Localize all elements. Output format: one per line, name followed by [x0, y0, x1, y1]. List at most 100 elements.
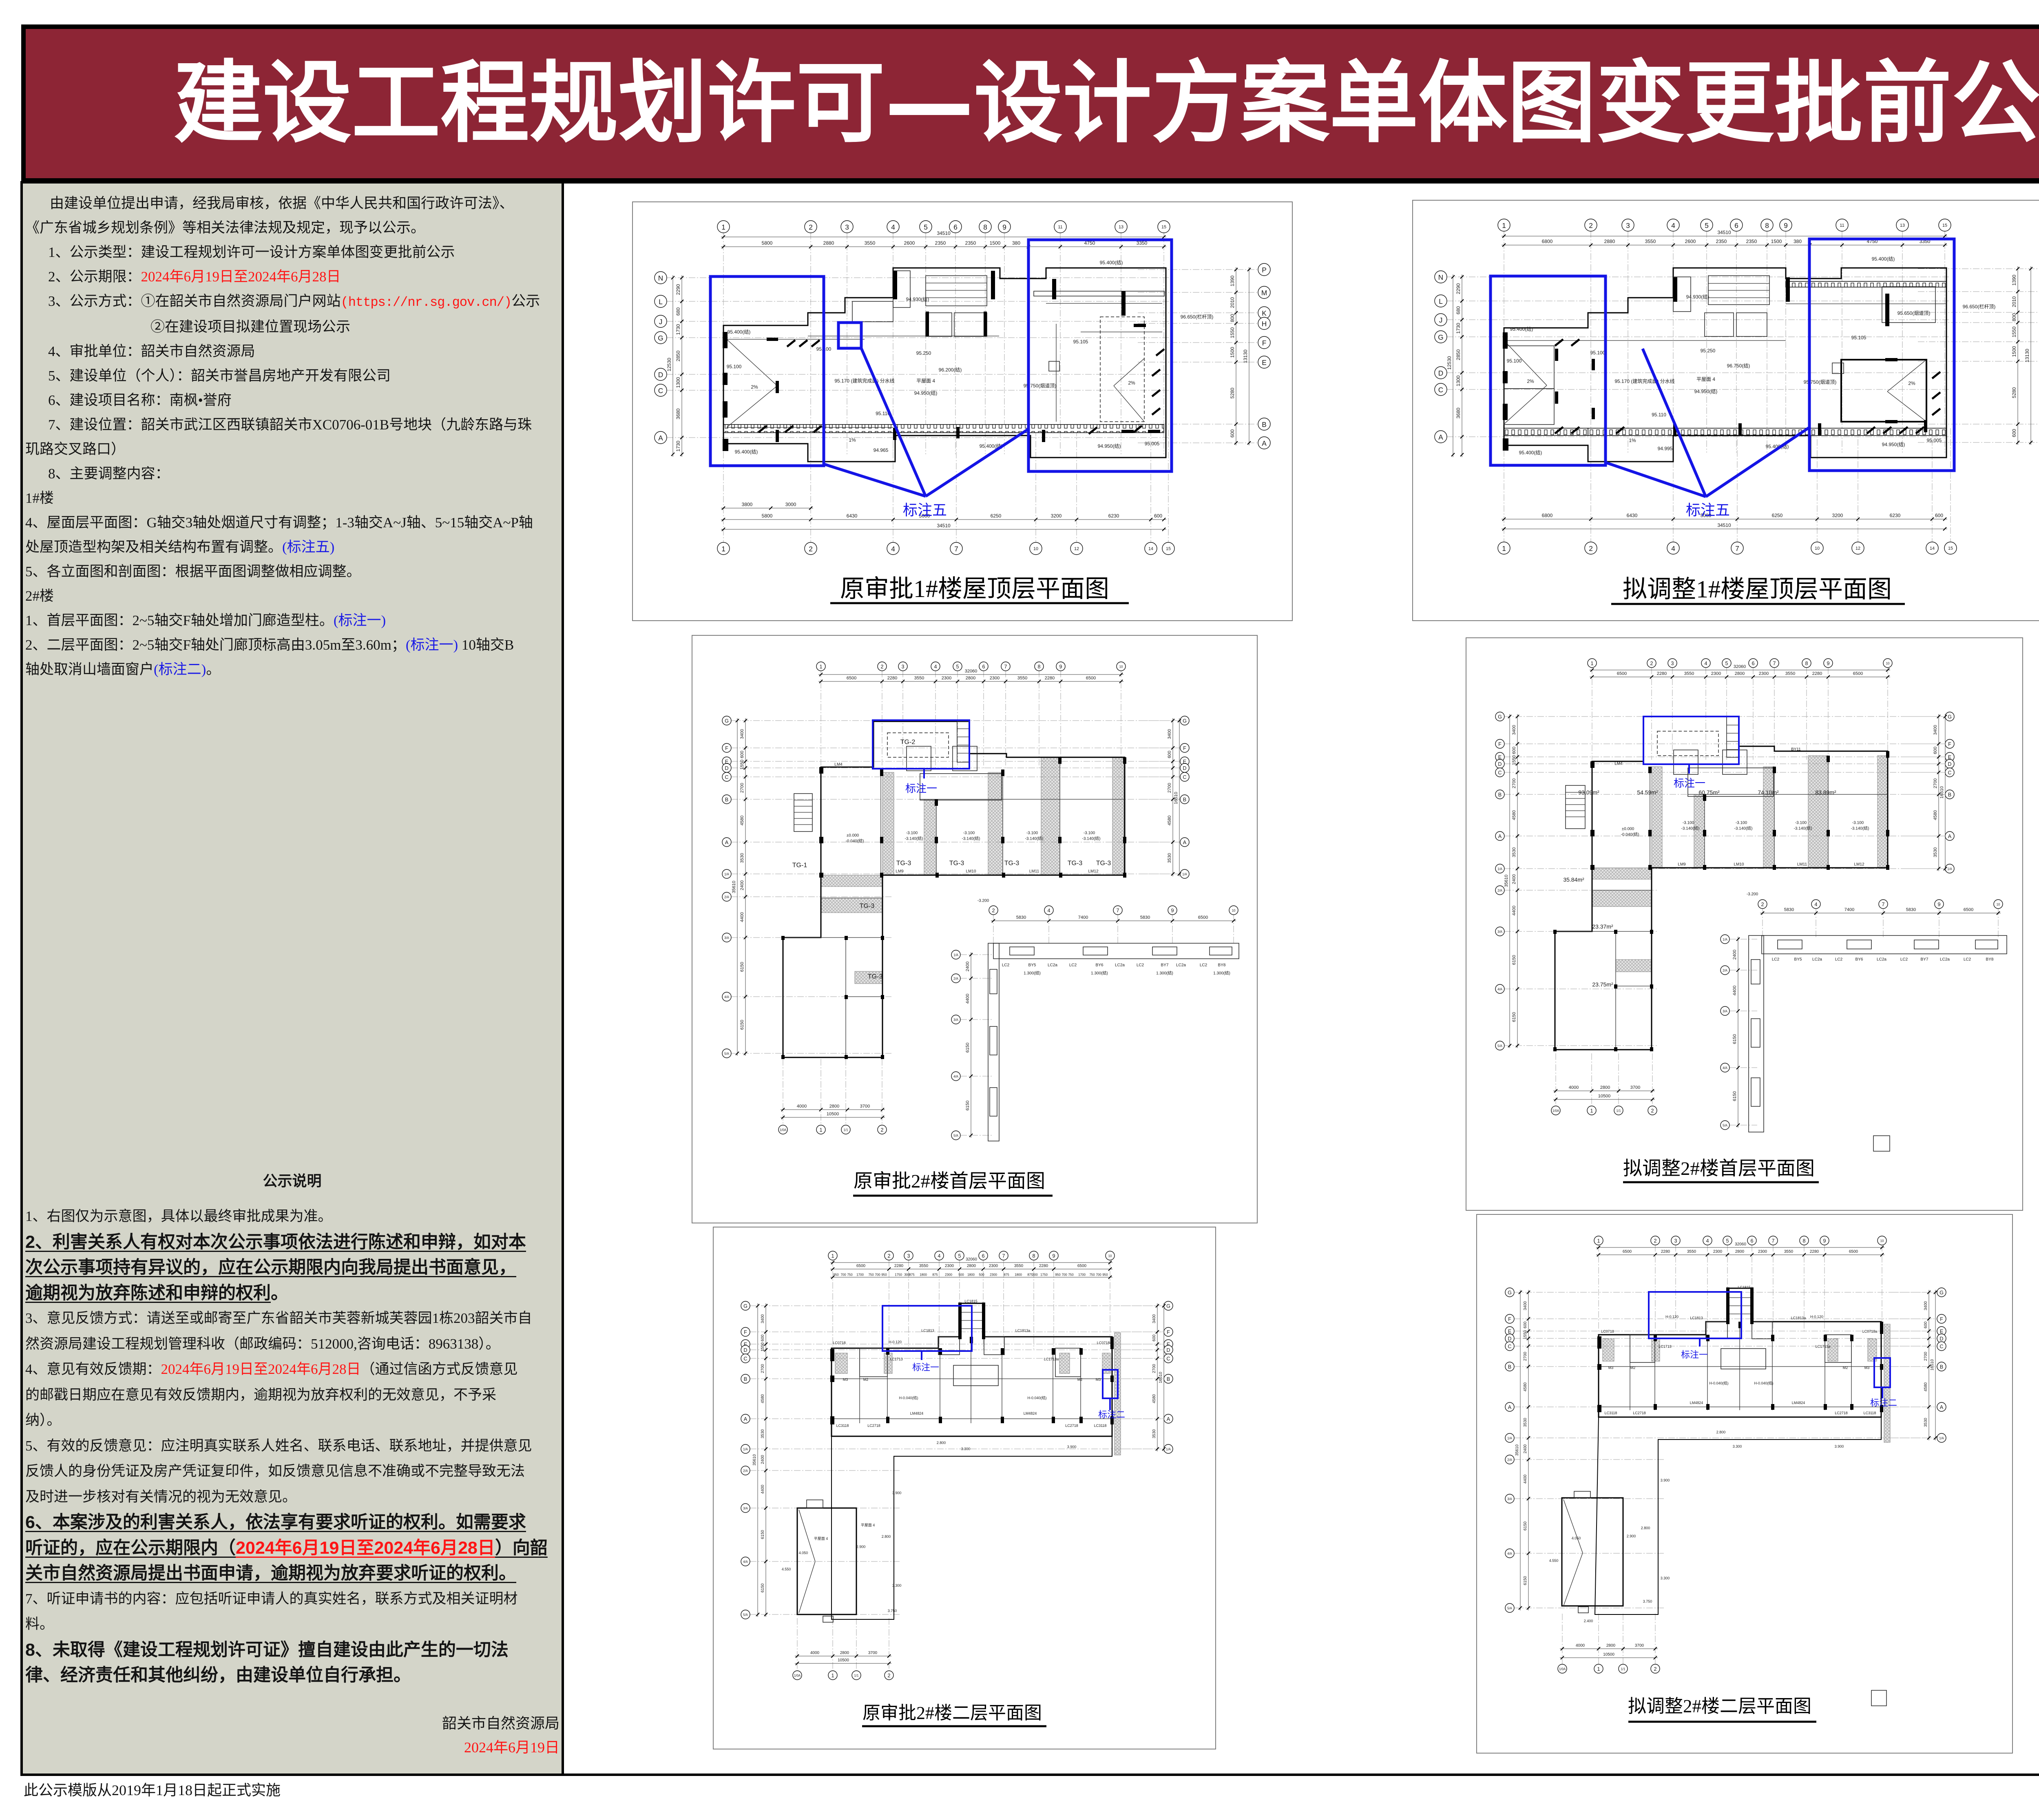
adjustment-range-box	[1643, 716, 1740, 765]
dimension-label: 2300	[1759, 671, 1769, 676]
axis-label: F	[1262, 339, 1267, 347]
axis-marker	[722, 716, 732, 725]
axis-marker	[919, 220, 932, 233]
dimension-label: 300	[904, 1273, 910, 1277]
axis-label: D	[725, 765, 728, 771]
axis-label: 8	[1032, 1253, 1035, 1259]
dimension-label: 2300	[945, 1273, 952, 1277]
plan-annotation: -3.140(结)	[1734, 826, 1752, 831]
dimension-label: 6150	[740, 1020, 745, 1030]
plan-annotation: 83.89m²	[1815, 789, 1836, 796]
text-segment: 1、首层平面图：2~5轴交F轴处增加门廊造型柱。	[25, 613, 334, 628]
dimension-label: 6150	[740, 962, 745, 972]
axis-label: 9	[1002, 223, 1006, 231]
text-segment: 5、建设单位（个人）：韶关市誉昌房地产开发有限公司	[48, 368, 391, 384]
axis-marker	[722, 1048, 732, 1058]
text-segment: 《广东省城乡规划条例》等相关法律法规及规定，现予以公示。	[25, 220, 425, 236]
axis-label: A	[725, 840, 729, 845]
plan-annotation: 1.300(结)	[1024, 971, 1041, 976]
dimension-label: 3530	[740, 853, 745, 863]
dimension-label: 1700	[856, 1273, 864, 1277]
plan-annotation: 3.900	[1067, 1445, 1077, 1449]
axis-label: G	[1438, 333, 1443, 341]
plan-annotation: LC2	[1069, 963, 1077, 968]
plan-annotation: H-0.040(结)	[1754, 1381, 1773, 1385]
axis-label: 4/A	[1507, 1552, 1513, 1556]
axis-marker	[1505, 1548, 1515, 1558]
dimension-label: 4000	[797, 1104, 807, 1109]
dimension-label: 2800	[966, 676, 975, 681]
text-segment: 处屋顶造型构架及相关结构布置有调整。	[25, 539, 283, 555]
axis-marker	[1497, 219, 1510, 232]
plan-annotation: BY5	[1794, 958, 1802, 962]
axis-marker	[741, 1353, 750, 1363]
axis-label: B	[725, 797, 728, 803]
axis-label: 2	[1650, 661, 1653, 666]
dimension-label: 34510	[937, 230, 951, 236]
axis-marker	[1730, 219, 1743, 232]
axis-label: 5/A	[1723, 1124, 1728, 1128]
axis-label: E	[1508, 1329, 1511, 1334]
axis-label: 7	[1882, 902, 1884, 907]
axis-label: A	[1167, 1416, 1170, 1422]
axis-label: D	[1438, 369, 1443, 377]
axis-marker	[1722, 658, 1732, 668]
axis-label: G	[658, 334, 663, 342]
callout-label: 标注一	[1681, 1350, 1708, 1360]
axis-label: 1	[721, 545, 725, 553]
axis-label: J	[1439, 316, 1443, 324]
axis-label: G	[1498, 714, 1502, 720]
axis-label: A	[1498, 834, 1502, 839]
axis-label: 2	[1761, 902, 1764, 907]
plan-annotation: 2%	[1527, 378, 1534, 384]
axis-label: 15	[1948, 546, 1953, 551]
axis-label: 6	[1734, 221, 1738, 230]
axis-label: N	[658, 274, 663, 282]
axis-label: 1	[1590, 661, 1593, 666]
plan-annotation: H-0.040(结)	[899, 1395, 918, 1400]
axis-label: 3	[845, 223, 849, 231]
axis-marker	[778, 1125, 788, 1134]
dimension-label: 7400	[1078, 915, 1088, 920]
axis-marker	[1937, 1287, 1946, 1297]
plan-annotation: -3.200	[977, 899, 989, 903]
text-segment: ②在建设项目拟建位置现场公示	[150, 319, 351, 335]
dimension-label: 4580	[761, 1394, 765, 1403]
plan-annotation: 96.200(结)	[939, 367, 962, 373]
text-segment: (标注二)	[154, 661, 206, 677]
axis-label: L	[659, 298, 663, 306]
plan-annotation: 95.100	[1507, 358, 1522, 364]
axis-label: 1	[1597, 1666, 1600, 1672]
axis-marker	[955, 1251, 964, 1261]
axis-marker	[979, 220, 992, 233]
website-link[interactable]: (https://nr.sg.gov.cn/)	[341, 295, 512, 310]
axis-label: 7	[1735, 544, 1739, 553]
plan-annotation: 94.950(结)	[1882, 442, 1905, 447]
axis-label: 4/A	[1497, 988, 1503, 991]
dimension-label: 1550	[740, 760, 745, 770]
plan-annotation: -3.100	[1683, 821, 1694, 825]
axis-marker	[1667, 542, 1680, 555]
dimension-label: 1730	[1455, 323, 1461, 334]
axis-label: E	[1948, 754, 1951, 760]
plan-annotation: 平屋面 4	[814, 1537, 828, 1541]
text-segment: 反馈人的身份凭证及房产凭证复印件，如反馈意见信息不准确或不完整导致无法	[25, 1463, 525, 1479]
plan-annotation: TG-2	[900, 739, 916, 746]
axis-marker	[951, 950, 961, 960]
plan-annotation: 4.050	[1572, 1536, 1581, 1540]
dimension-label: 6500	[1086, 676, 1096, 681]
axis-marker	[1434, 270, 1447, 283]
text-segment: 3、意见反馈方式：请送至或邮寄至广东省韶关市芙蓉新城芙蓉园1栋203韶关市自	[25, 1310, 532, 1326]
dimension-label: 6150	[1732, 1091, 1737, 1101]
text-line: 5、建设单位（个人）：韶关市誉昌房地产开发有限公司	[25, 364, 560, 388]
axis-label: 1/A	[1947, 867, 1953, 871]
plan-annotation: M3	[843, 1378, 848, 1382]
dimension-label: 5830	[1784, 907, 1794, 912]
plan-annotation: TG-1	[792, 862, 807, 869]
axis-marker	[1505, 1455, 1515, 1464]
building-outline	[831, 1436, 1112, 1620]
plan-annotation: 94.995	[1658, 446, 1673, 451]
axis-marker	[1258, 336, 1271, 349]
axis-marker	[1618, 1664, 1628, 1674]
dimension-label: 2700	[1512, 778, 1517, 788]
